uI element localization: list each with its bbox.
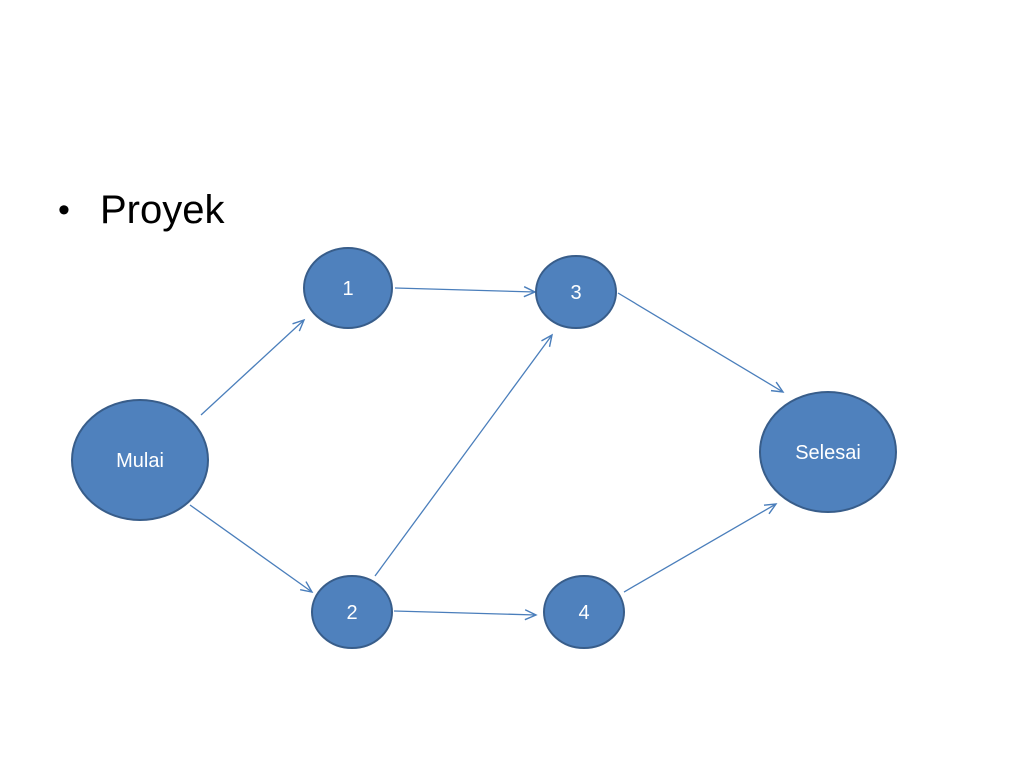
bullet-dot: • [58, 191, 70, 229]
node-3: 3 [535, 255, 617, 329]
edge-n2-n3 [374, 333, 554, 577]
node-selesai: Selesai [759, 391, 897, 513]
edge-n2-n4 [393, 609, 538, 621]
node-label-mulai: Mulai [116, 450, 164, 472]
node-label-selesai: Selesai [795, 442, 861, 464]
edge-mulai-n1 [200, 318, 306, 416]
bullet-text: Proyek [100, 188, 225, 232]
node-label-4: 4 [578, 602, 589, 624]
node-label-3: 3 [570, 282, 581, 304]
edge-n4-selesai [623, 503, 778, 593]
edge-mulai-n2 [189, 504, 314, 593]
node-1: 1 [303, 247, 393, 329]
node-4: 4 [543, 575, 625, 649]
edge-n3-selesai [617, 292, 785, 393]
node-2: 2 [311, 575, 393, 649]
bullet-item: • Proyek [58, 188, 225, 233]
node-mulai: Mulai [71, 399, 209, 521]
node-label-1: 1 [342, 278, 353, 300]
node-label-2: 2 [346, 602, 357, 624]
edge-n1-n3 [394, 286, 537, 298]
